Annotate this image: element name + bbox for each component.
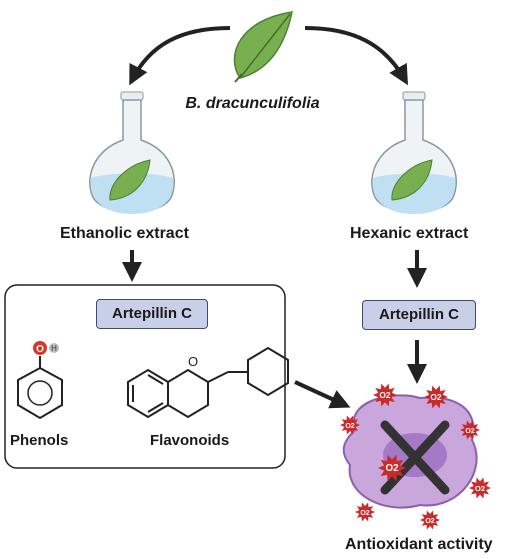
arrow-to-left-flask <box>129 26 231 86</box>
hydroxyl-oxygen-icon <box>33 341 47 355</box>
ring-oxygen-label: O <box>188 354 198 369</box>
hydroxyl-h-label: H <box>51 344 57 353</box>
antioxidant-activity-label: Antioxidant activity <box>345 536 493 553</box>
hexanic-extract-label: Hexanic extract <box>350 225 469 242</box>
radical-label: O2 <box>345 423 354 430</box>
radical-burst-icon <box>355 502 375 522</box>
flavonoids-label: Flavonoids <box>150 432 230 449</box>
radical-burst-icon <box>420 510 440 530</box>
leaf-icon <box>233 11 293 83</box>
radical-label: O2 <box>475 484 485 493</box>
hydroxyl-o-label: O <box>36 344 44 355</box>
radical-label: O2 <box>385 463 399 474</box>
radical-burst-icon <box>460 420 480 440</box>
radical-label: O2 <box>465 428 474 435</box>
hydroxyl-hydrogen-icon <box>49 343 59 353</box>
arrow-to-antioxidant <box>294 380 351 409</box>
radical-label: O2 <box>379 390 391 400</box>
radical-burst-icon <box>378 454 406 482</box>
right-flask-icon <box>371 91 458 214</box>
plant-name-title: B. dracunculifolia <box>185 95 320 112</box>
phenol-structure: O H <box>17 341 63 420</box>
radical-label: O2 <box>360 510 369 517</box>
radical-burst-icon <box>469 477 491 499</box>
radical-label: O2 <box>430 392 442 402</box>
right-compound-pill: Artepillin C <box>362 300 476 330</box>
flavonoid-structure <box>127 346 289 419</box>
ethanolic-extract-label: Ethanolic extract <box>60 225 189 242</box>
radical-label: O2 <box>425 518 434 525</box>
ethanolic-components-box <box>4 284 286 469</box>
radical-burst-icon <box>373 383 397 407</box>
radical-burst-icon <box>340 415 360 435</box>
radical-burst-icon <box>424 385 448 409</box>
phenols-label: Phenols <box>10 432 69 449</box>
arrow-to-right-flask <box>304 26 408 86</box>
left-flask-icon <box>89 91 176 214</box>
left-compound-pill: Artepillin C <box>96 299 208 329</box>
